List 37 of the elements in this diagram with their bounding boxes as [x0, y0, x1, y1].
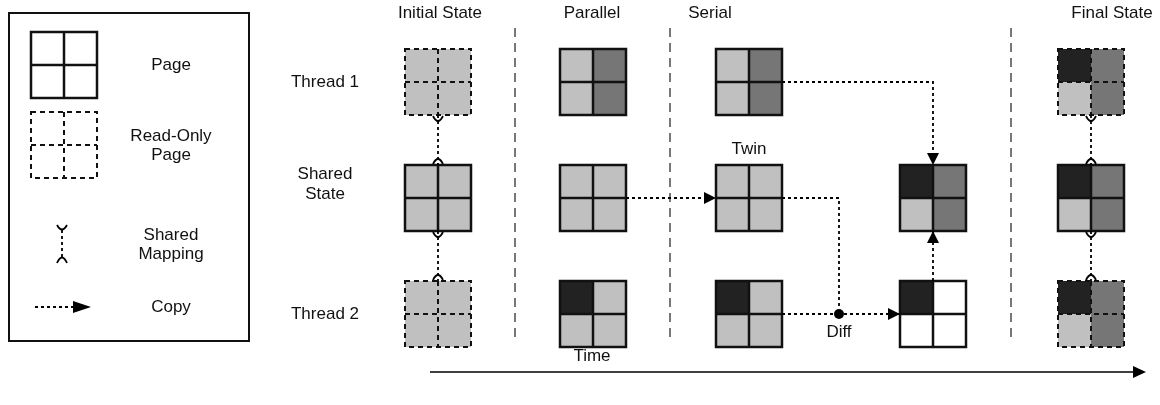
legend-text: Read-Only Page — [129, 125, 213, 165]
page-grid — [716, 281, 782, 347]
column-heading: Serial — [688, 3, 732, 23]
page-grid — [900, 165, 966, 231]
copy-arrow — [927, 230, 939, 282]
page-grid — [716, 165, 782, 231]
shared-mapping-connector — [1085, 114, 1097, 166]
column-heading: Parallel — [563, 3, 621, 23]
shared-mapping-connector — [432, 114, 444, 166]
row-label: Thread 1 — [291, 72, 359, 92]
read-only-page — [1058, 49, 1124, 115]
row-label: Thread 2 — [291, 304, 359, 324]
junction-dot — [834, 309, 844, 319]
shared-mapping-connector — [1085, 230, 1097, 282]
shared-mapping-connector — [432, 230, 444, 282]
node-caption: Twin — [731, 139, 767, 159]
copy-arrow — [781, 81, 939, 166]
column-heading: Final State — [1071, 3, 1153, 23]
row-label: Shared State — [296, 164, 354, 204]
copy-arrow — [843, 308, 901, 320]
legend-text: Copy — [150, 297, 192, 317]
page-grid — [560, 165, 626, 231]
page-grid — [405, 165, 471, 231]
legend-text: Page — [150, 55, 192, 75]
axis-label: Time — [573, 346, 611, 366]
read-only-page — [405, 49, 471, 115]
page-grid — [716, 49, 782, 115]
column-heading: Initial State — [397, 3, 483, 23]
read-only-page — [1058, 281, 1124, 347]
legend-text: Shared Mapping — [137, 224, 205, 264]
page-grid — [1058, 165, 1124, 231]
page-grid — [900, 281, 966, 347]
page-grid — [560, 49, 626, 115]
copy-arrow — [625, 192, 717, 204]
node-caption: Diff — [826, 322, 852, 342]
read-only-page — [405, 281, 471, 347]
page-grid — [560, 281, 626, 347]
